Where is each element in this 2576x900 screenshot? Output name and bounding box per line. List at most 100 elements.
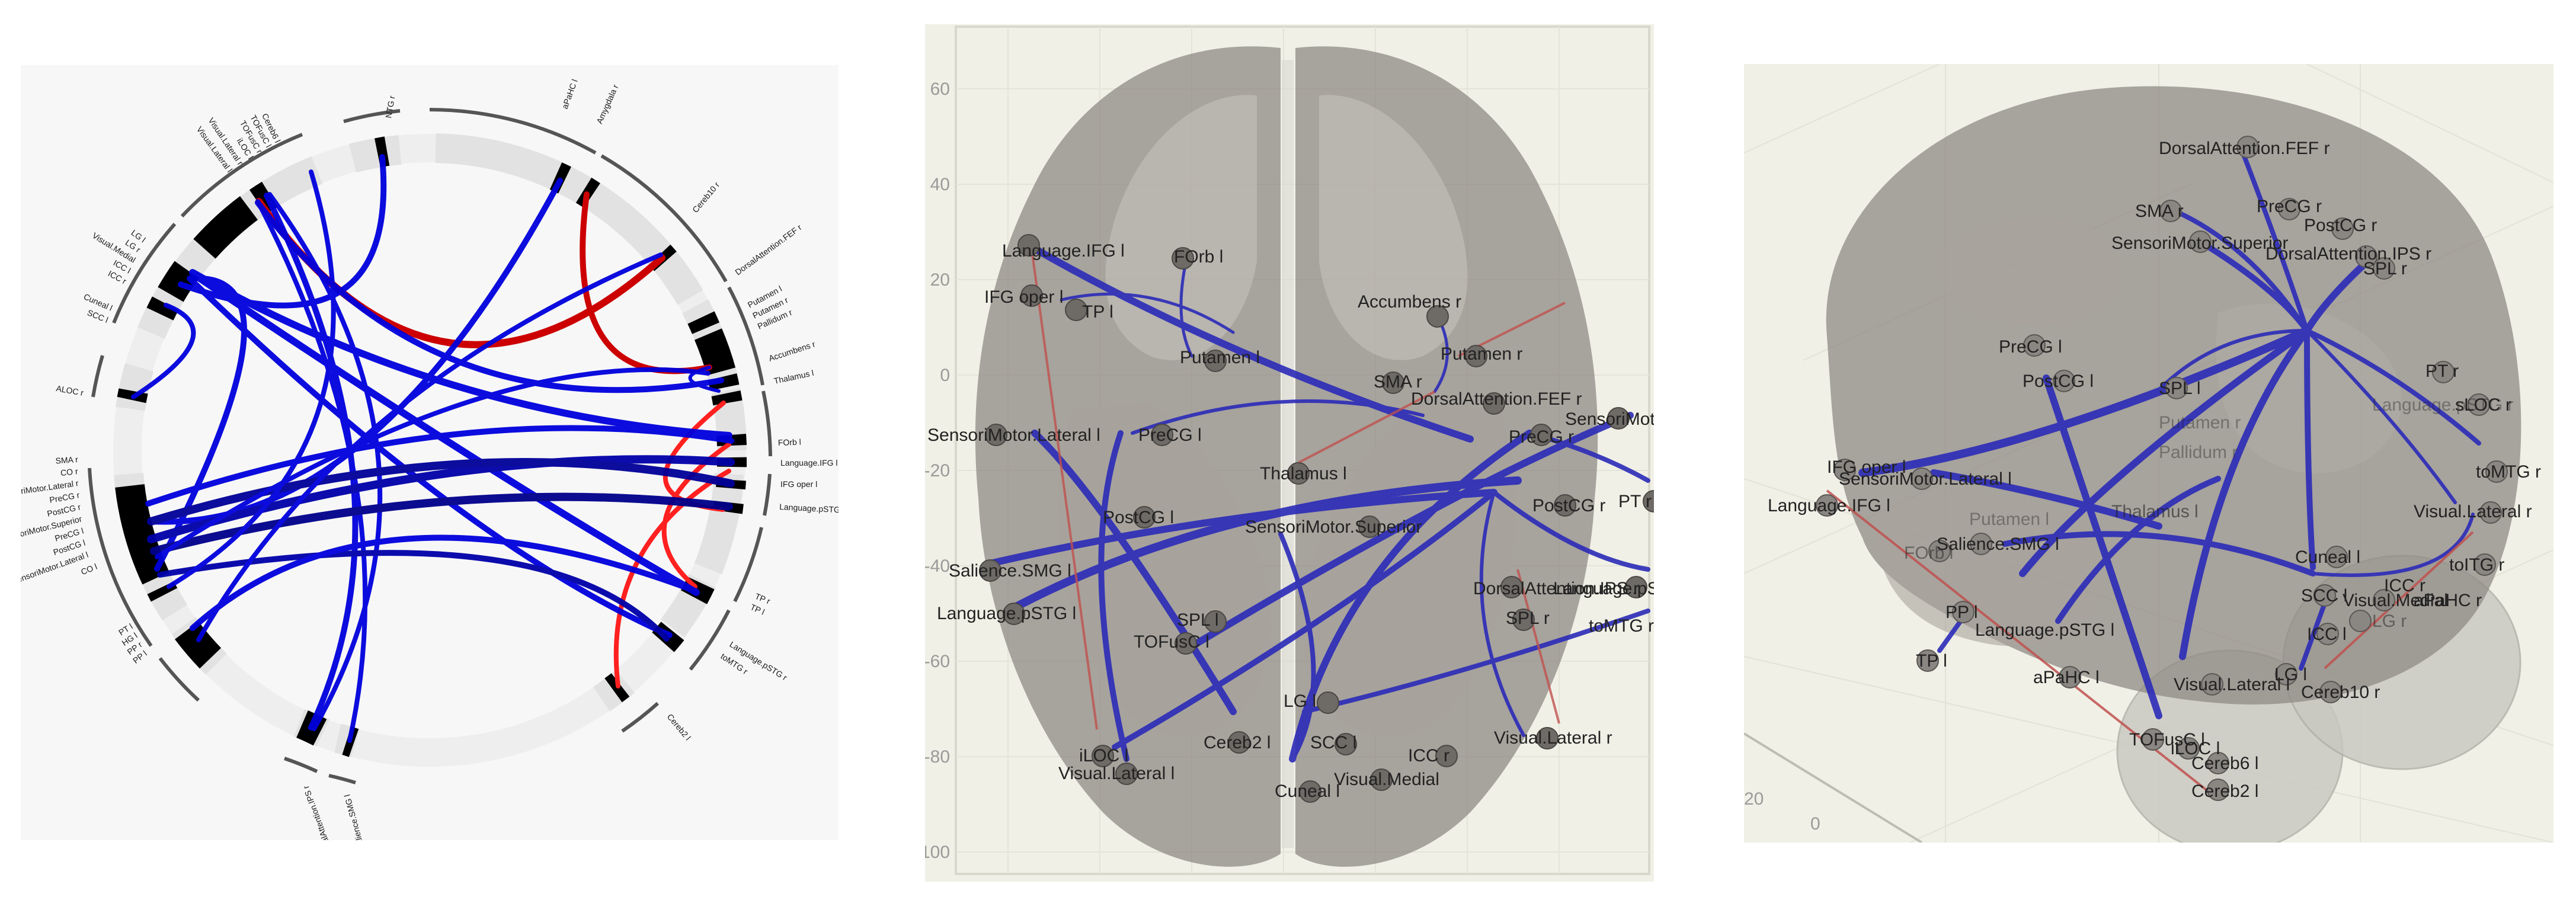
- node-label: SensoriMotor.Lateral r: [1565, 409, 1654, 429]
- node-label: TP l: [1916, 651, 1947, 671]
- node-label: ICC l: [2307, 624, 2347, 644]
- node-label: Visual.Lateral r: [2414, 502, 2532, 521]
- tick-minus20: -20: [925, 461, 950, 481]
- node-label: Cereb2 l: [1204, 733, 1271, 752]
- node-label: SMA r: [2135, 201, 2184, 221]
- label-language-pstg-l: Language.pSTG l: [779, 502, 839, 515]
- y-axis-ticks: 60 40 20 0 -20 -40 -60 -80 -100: [925, 79, 950, 862]
- label-cuneal-l: Cuneal l: [82, 292, 114, 313]
- node-label: SensoriMotor.Lateral l: [927, 425, 1100, 445]
- node-label: Putamen l: [1180, 348, 1260, 367]
- node-label: SensoriMotor.Lateral l: [1839, 469, 2012, 489]
- node-label: SPL r: [2363, 259, 2407, 278]
- node-label: IFG oper l: [1827, 457, 1906, 477]
- node-label: FOrb l: [1904, 543, 1953, 563]
- label-language-ifg-l: Language.IFG l: [780, 458, 838, 467]
- node-label: PostCG r: [1532, 496, 1605, 515]
- z-axis-ticks: 20 0: [1744, 789, 1820, 834]
- node-label: ICC r: [2384, 576, 2425, 595]
- node-label: SCC l: [1310, 733, 1356, 752]
- node-label: Cereb6 l: [2191, 754, 2258, 773]
- lateral-brain-panel: 20 0: [1744, 64, 2553, 843]
- node-label: PostCG l: [1103, 508, 1174, 527]
- node-label: FOrb l: [1174, 247, 1223, 267]
- node-label: iLOC l: [2171, 739, 2220, 758]
- node-label: Language.pSTG r: [2372, 395, 2514, 415]
- node-label: TP l: [1082, 302, 1113, 322]
- node-label: DorsalAttention.FEF r: [1411, 389, 1582, 409]
- label-cereb2-l: Cereb2 l: [665, 712, 693, 742]
- label-co-r: CO r: [60, 466, 78, 478]
- node-label: Thalamus l: [2111, 502, 2199, 521]
- node-label: Putamen r: [1441, 344, 1522, 364]
- label-tp-l: TP l: [749, 602, 766, 617]
- axis-line: [1744, 732, 1923, 843]
- tick-minus100: -100: [925, 843, 950, 862]
- lateral-svg: 20 0: [1744, 64, 2553, 843]
- label-thalamus-l: Thalamus l: [773, 368, 814, 386]
- axial-node-labels: Language.IFG l FOrb l IFG oper l TP l Ac…: [927, 241, 1654, 801]
- node-label: Language.pSTG r: [1553, 579, 1654, 598]
- node-label: SensoriMotor.Superior: [2111, 233, 2288, 253]
- node-label: Salience.SMG l: [949, 561, 1071, 581]
- label-ips-r: DorsalAttention.IPS r: [301, 784, 337, 840]
- lateral-nodes: [1816, 136, 2508, 801]
- node-label: PreCG r: [2257, 197, 2322, 216]
- label-aloc-r: ALOC r: [56, 383, 85, 398]
- axial-svg: 60 40 20 0 -20 -40 -60 -80 -100: [925, 25, 1654, 875]
- node-label: PreCG l: [1138, 425, 1202, 445]
- label-accumbens-r: Accumbens r: [767, 339, 817, 363]
- axial-brain-panel: 60 40 20 0 -20 -40 -60 -80 -100: [925, 24, 1654, 882]
- node-label: IFG oper l: [984, 287, 1063, 307]
- node-label: LG r: [2372, 611, 2407, 631]
- node-label: PT r: [1618, 492, 1652, 511]
- node-label: Putamen l: [1969, 510, 2049, 529]
- node-label: SPL l: [2159, 379, 2201, 398]
- node-label: DorsalAttention.IPS r: [1473, 579, 1639, 598]
- node-label: SensoriMotor.Superior: [1245, 517, 1422, 537]
- axial-nodes: [979, 234, 1654, 803]
- node-label: SMA r: [1374, 372, 1422, 392]
- node-label: iLOC l: [1079, 746, 1128, 766]
- node-label: LG l: [2274, 665, 2307, 684]
- label-ifg-oper-l: IFG oper l: [780, 479, 817, 489]
- label-cereb10-r: Cereb10 r: [690, 180, 721, 214]
- node-label: Cuneal l: [1275, 782, 1340, 801]
- tick-20: 20: [1744, 789, 1764, 809]
- negative-chords: [131, 154, 735, 743]
- node-label: Cereb2 l: [2191, 782, 2258, 801]
- node-label: Visual.Lateral l: [1058, 764, 1175, 783]
- tick-0: 0: [940, 366, 950, 385]
- connectogram-panel: NTG r aPaHC l Amygdala r Cereb10 r Dorsa…: [21, 65, 839, 840]
- node-label: Cuneal l: [2295, 547, 2360, 567]
- node-label: toITG r: [2449, 555, 2504, 575]
- node-label: DorsalAttention.FEF r: [2159, 139, 2329, 158]
- label-salience-smg-l: Salience.SMG l: [342, 793, 366, 840]
- node-label: PT r: [2425, 361, 2459, 381]
- node-label: Language.IFG l: [1768, 496, 1890, 515]
- node-label: PreCG r: [1509, 427, 1574, 447]
- node-label: LG l: [1284, 691, 1316, 711]
- node-label: Thalamus l: [1260, 464, 1347, 483]
- label-ntg-r: NTG r: [383, 95, 396, 119]
- tick-minus80: -80: [925, 747, 950, 767]
- node-label: aPaHC l: [2033, 668, 2100, 687]
- tick-minus60: -60: [925, 652, 950, 671]
- node-label: PostCG r: [2304, 216, 2377, 235]
- node-label: Visual.Medial: [2343, 591, 2448, 610]
- label-co-l: CO l: [79, 562, 98, 576]
- node-label: Cereb10 r: [2301, 683, 2380, 702]
- label-fef-r: DorsalAttention.FEF r: [733, 222, 804, 277]
- node-label: Visual.Lateral r: [1494, 728, 1612, 748]
- node-label: Pallidum r: [2159, 443, 2238, 462]
- group-brackets: [88, 108, 772, 784]
- node-label: TOFusC l: [2129, 730, 2205, 750]
- axes-box: [955, 25, 1650, 875]
- label-sma-r: SMA r: [55, 454, 78, 466]
- node-label: PP l: [1945, 603, 1977, 622]
- node-label: toMTG r: [1589, 616, 1654, 636]
- node-label: Language.pSTG l: [1975, 620, 2114, 640]
- node-label: PreCG l: [1999, 337, 2062, 357]
- node-label: Language.IFG l: [1002, 241, 1125, 261]
- node-label: ICC r: [1408, 746, 1449, 766]
